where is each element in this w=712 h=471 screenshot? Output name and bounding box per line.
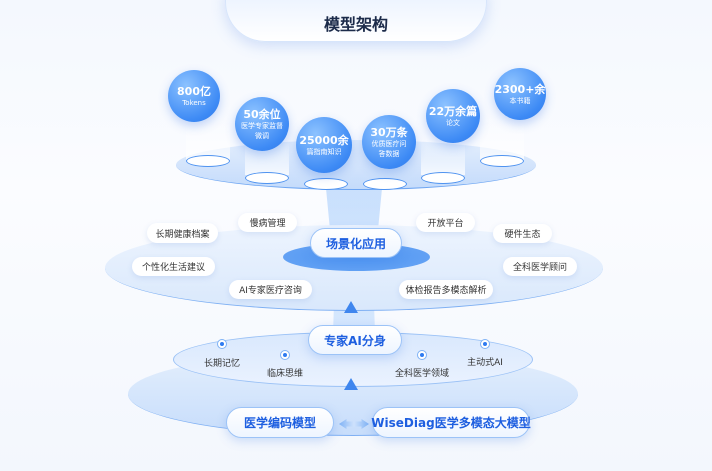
page-title: 模型架构 [323,15,388,34]
tag-health-records[interactable]: 长期健康档案 [147,223,218,243]
pedestal [363,178,407,190]
expert-pill: 专家AI分身 [308,325,402,355]
data-bubble: 30万条优质医疗问答数据 [362,115,416,169]
pedestal [304,178,348,190]
tag-hardware[interactable]: 硬件生态 [493,224,552,243]
tag-chronic-disease[interactable]: 慢病管理 [238,213,297,232]
tag-checkup-report[interactable]: 体检报告多模态解析 [399,280,493,299]
double-arrow-icon [339,419,369,429]
pedestal [245,172,289,184]
data-platform [176,140,536,190]
arrow-up-icon [344,378,358,390]
tag-gp-advisor[interactable]: 全科医学顾问 [503,257,577,276]
pedestal [186,155,230,167]
data-bubble: 2300+余本书籍 [494,68,546,120]
tag-ai-consultation[interactable]: AI专家医疗咨询 [229,280,312,299]
tag-lifestyle-advice[interactable]: 个性化生活建议 [132,257,215,276]
feature-dot-icon [217,339,227,349]
data-bubble: 25000余篇指南知识 [296,117,352,173]
multimodal-model: WiseDiag医学多模态大模型 [371,407,531,438]
title-tab [225,0,487,42]
medical-coding-model: 医学编码模型 [226,407,334,438]
scenario-pill: 场景化应用 [310,228,402,258]
feature-label: 长期记忆 [203,359,241,369]
feature-label: 主动式AI [467,358,503,368]
data-bubble: 50余位医学专家监督微调 [235,97,289,151]
pedestal [480,155,524,167]
feature-label: 全科医学领域 [394,369,450,379]
feature-dot-icon [417,350,427,360]
arrow-up-icon [344,301,358,313]
feature-label: 临床思维 [266,369,304,379]
pedestal [421,172,465,184]
data-bubble: 22万余篇论文 [426,89,480,143]
tag-open-platform[interactable]: 开放平台 [416,213,475,232]
feature-dot-icon [480,339,490,349]
feature-dot-icon [280,350,290,360]
